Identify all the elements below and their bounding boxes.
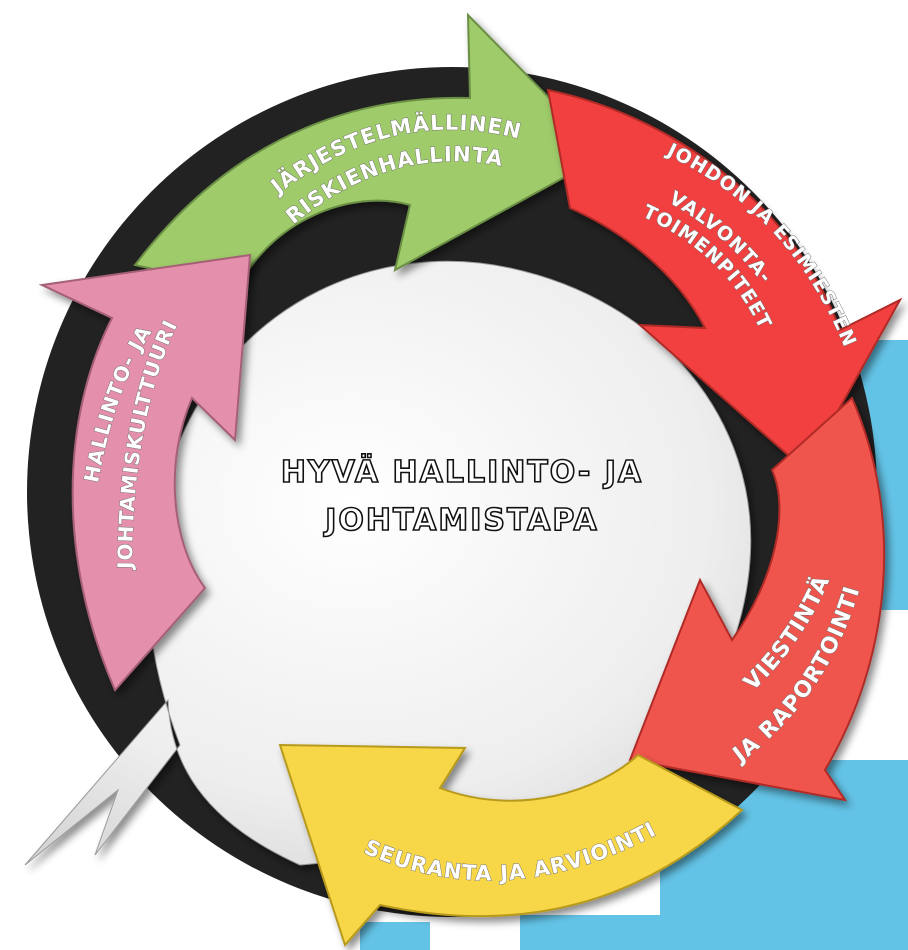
arrow-red-bottom [628, 396, 886, 802]
blue-shape-bottom-left [360, 922, 430, 950]
center-title-line2: JOHTAMISTAPA [323, 503, 599, 538]
center-title-line1: HYVÄ HALLINTO- JA [281, 454, 643, 490]
arrow-red-top [546, 88, 903, 472]
arrow-green [133, 12, 607, 290]
arrow-yellow [278, 743, 744, 947]
arrow-pink [38, 253, 252, 692]
blue-shape-bottom [520, 915, 670, 950]
